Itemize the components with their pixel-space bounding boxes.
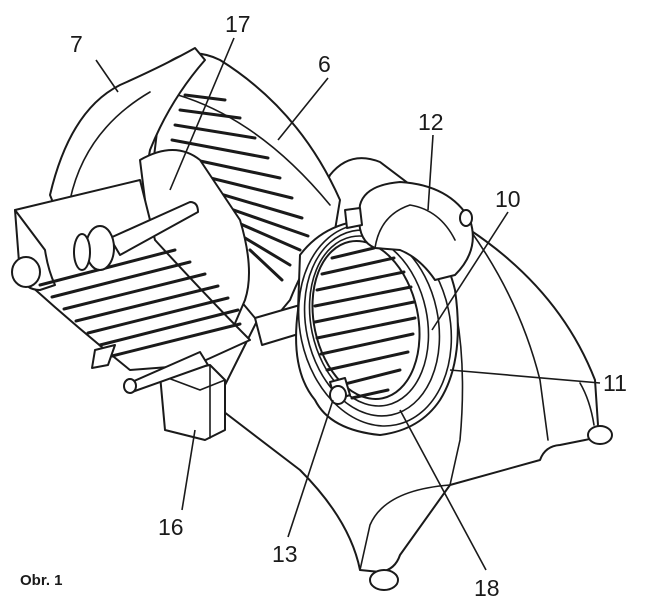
- callout-10: 10: [495, 186, 521, 212]
- callout-17: 17: [225, 11, 251, 37]
- callout-12: 12: [418, 109, 444, 135]
- guard-knob: [329, 377, 351, 405]
- figure-caption: Obr. 1: [20, 572, 63, 589]
- callout-13: 13: [272, 541, 298, 567]
- callout-labels: 7 17 6 12 10 11 16 13 18: [70, 11, 627, 601]
- carriage-rod: [73, 201, 306, 394]
- blade: [311, 240, 421, 400]
- rubber-feet: [369, 425, 613, 591]
- sharpener: [344, 181, 474, 281]
- callout-16: 16: [158, 514, 184, 540]
- carriage-column: [159, 364, 226, 441]
- callout-6: 6: [318, 51, 331, 77]
- callout-11: 11: [603, 370, 627, 396]
- callout-7: 7: [70, 31, 83, 57]
- food-pusher: [49, 47, 250, 336]
- callout-18: 18: [474, 575, 500, 601]
- leader-lines: [95, 37, 601, 571]
